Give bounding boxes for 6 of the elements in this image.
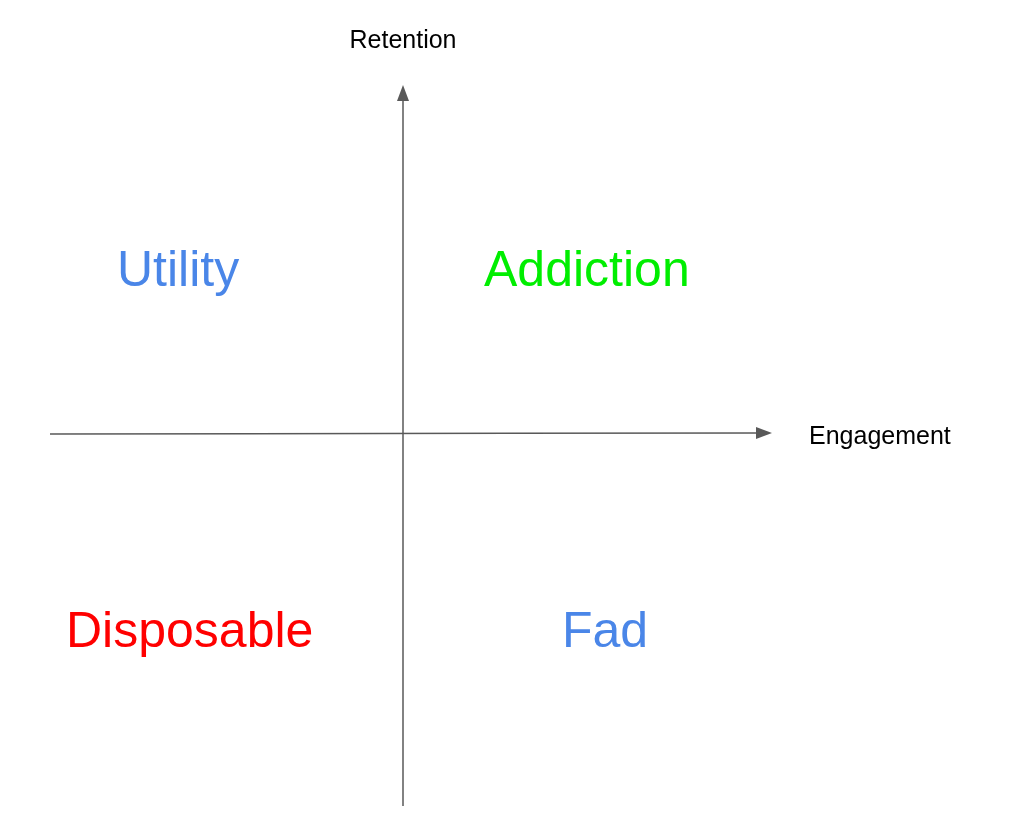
axis-label: Retention: [349, 26, 457, 52]
quadrant-label: Fad: [562, 605, 649, 655]
axis-label: Engagement: [809, 422, 951, 448]
quadrant-label: Disposable: [66, 605, 314, 655]
quadrant-label: Addiction: [484, 244, 690, 294]
quadrant-label: Utility: [117, 244, 240, 294]
